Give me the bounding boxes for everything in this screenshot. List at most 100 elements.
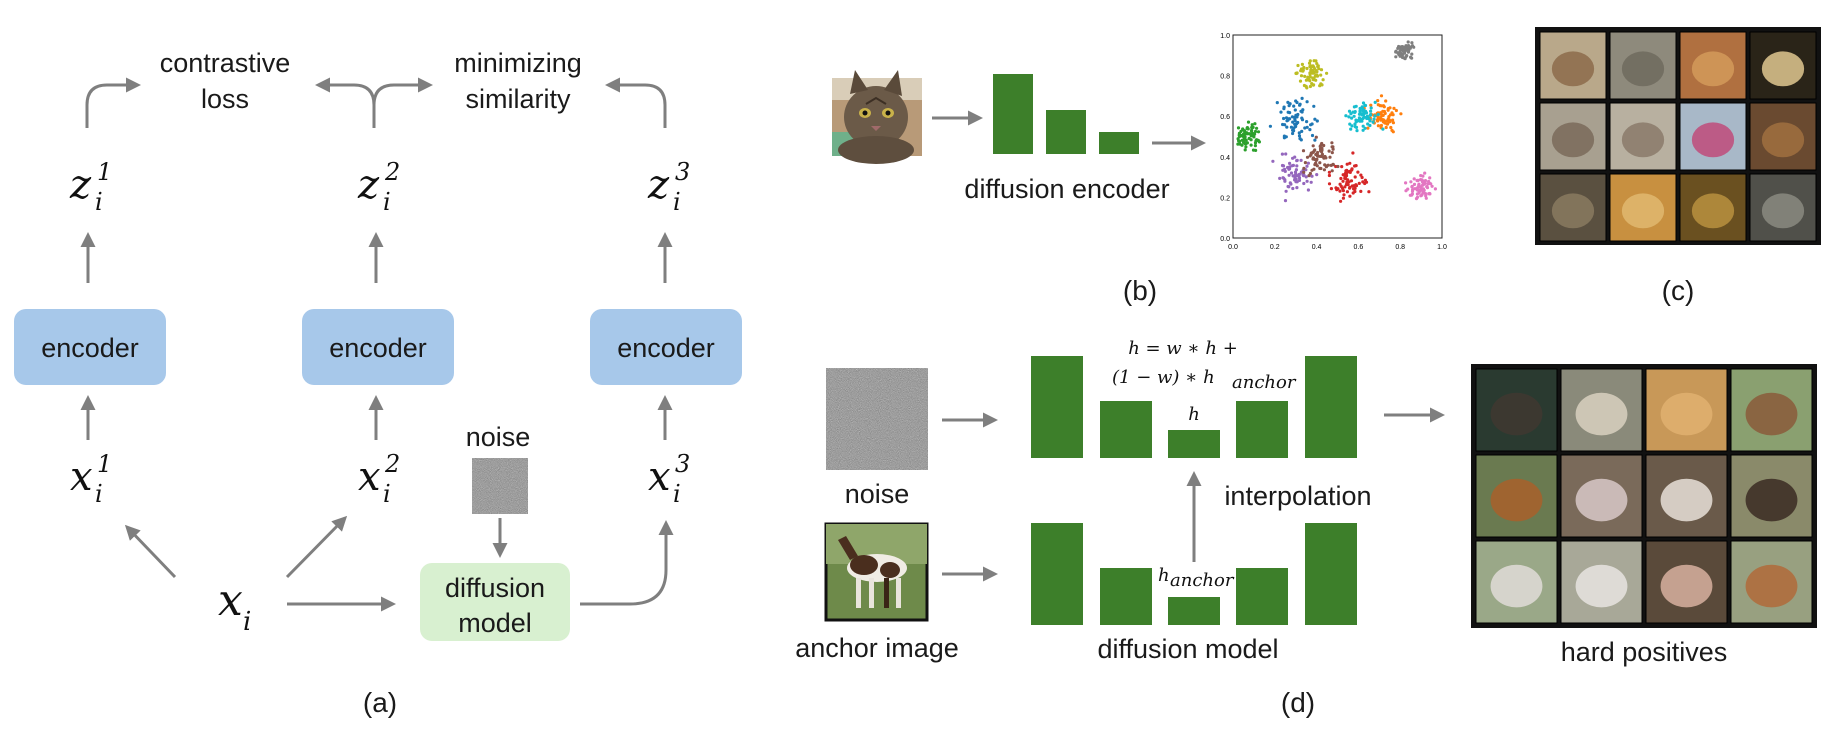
tsne-point: [1398, 54, 1402, 58]
tsne-point: [1423, 171, 1427, 175]
lower-bar-5: [1305, 523, 1357, 625]
tsne-point: [1303, 126, 1307, 130]
tsne-point: [1254, 148, 1258, 152]
tsne-point: [1345, 190, 1349, 194]
tsne-frame: [1232, 34, 1443, 239]
tsne-point: [1319, 68, 1324, 72]
svg-text:anchor: anchor: [1170, 570, 1235, 591]
tsne-point: [1353, 125, 1357, 129]
tsne-point: [1351, 151, 1355, 155]
tsne-point: [1318, 161, 1322, 165]
tsne-point: [1257, 140, 1261, 144]
tsne-point: [1292, 104, 1296, 108]
sample-tile-content: [1691, 193, 1735, 229]
tsne-point: [1236, 126, 1241, 130]
noise-label-d: noise: [845, 479, 910, 509]
tsne-point: [1424, 196, 1428, 200]
tsne-point: [1293, 155, 1297, 159]
tsne-point: [1298, 137, 1302, 141]
panel-d: noise anchor image h = w ∗ h + (1 − w) ∗…: [795, 338, 1817, 718]
tsne-point: [1426, 182, 1430, 186]
svg-text:i: i: [95, 188, 103, 216]
tsne-point: [1350, 124, 1354, 128]
svg-text:anchor: anchor: [1232, 372, 1297, 393]
tsne-point: [1271, 159, 1275, 163]
tsne-point: [1336, 164, 1340, 169]
tsne-point: [1421, 174, 1425, 178]
tsne-point: [1285, 125, 1289, 129]
lower-bar-2: [1100, 568, 1152, 625]
tsne-point: [1308, 72, 1312, 76]
tsne-point: [1237, 139, 1241, 143]
tsne-point: [1409, 180, 1413, 184]
tsne-point: [1284, 152, 1288, 156]
tsne-point: [1385, 119, 1389, 123]
formula-line2: (1 − w) ∗ h anchor: [1112, 367, 1297, 393]
tsne-point: [1341, 179, 1345, 183]
upper-bar-1: [1031, 356, 1083, 458]
tsne-point: [1253, 129, 1258, 134]
tsne-point: [1334, 164, 1338, 169]
tsne-point: [1302, 83, 1306, 88]
tsne-point: [1344, 169, 1348, 173]
sample-tile-content: [1761, 51, 1805, 87]
arrow-xi-to-x1: [124, 524, 177, 579]
tsne-point: [1384, 125, 1388, 130]
hard-positive-tile-content: [1745, 564, 1798, 608]
svg-text:2: 2: [384, 450, 400, 478]
tsne-point: [1318, 147, 1323, 151]
tsne-point: [1327, 173, 1331, 178]
tsne-point: [1282, 116, 1286, 121]
tsne-point: [1365, 114, 1369, 118]
tsne-point: [1406, 40, 1410, 44]
tsne-point: [1387, 115, 1391, 119]
tsne-point: [1404, 189, 1408, 193]
tsne-point: [1421, 183, 1425, 187]
tsne-point: [1379, 123, 1383, 128]
tsne-point: [1308, 75, 1312, 79]
tsne-point: [1308, 79, 1312, 83]
svg-text:3: 3: [675, 158, 690, 186]
tsne-point: [1300, 62, 1304, 66]
tsne-point: [1284, 116, 1289, 120]
svg-text:x: x: [648, 454, 671, 500]
tsne-point: [1429, 182, 1433, 186]
tsne-point: [1425, 185, 1429, 189]
tsne-point: [1324, 164, 1328, 168]
sample-tile-content: [1691, 122, 1735, 158]
tsne-point: [1417, 182, 1421, 186]
noise-texture-d: [826, 368, 928, 470]
tsne-point: [1369, 113, 1373, 117]
tsne-point: [1345, 162, 1349, 166]
tsne-point: [1295, 158, 1299, 162]
tsne-point: [1349, 179, 1354, 183]
formula-line1: h = w ∗ h +: [1128, 338, 1238, 359]
tsne-y-tick-label: 0.4: [1220, 155, 1230, 162]
svg-text:x: x: [358, 454, 381, 500]
tsne-point: [1282, 134, 1286, 138]
tsne-point: [1279, 110, 1283, 114]
tsne-point: [1348, 161, 1352, 165]
tsne-point: [1327, 149, 1331, 153]
tsne-point: [1310, 122, 1314, 126]
tsne-point: [1291, 120, 1295, 124]
arrow-to-contrastive-loss: [85, 77, 141, 128]
tsne-point: [1243, 148, 1247, 152]
tsne-point: [1315, 119, 1319, 123]
svg-text:i: i: [673, 480, 681, 508]
tsne-point: [1410, 184, 1414, 188]
tsne-point: [1344, 114, 1348, 118]
svg-text:3: 3: [675, 450, 690, 478]
tsne-point: [1308, 84, 1312, 89]
tsne-point: [1299, 74, 1304, 78]
tsne-point: [1394, 55, 1398, 59]
svg-text:z: z: [647, 162, 670, 208]
tsne-point: [1289, 182, 1293, 186]
tsne-point: [1255, 126, 1259, 130]
tsne-point: [1312, 149, 1316, 153]
tsne-point: [1376, 99, 1380, 103]
diffusion-encoder-label: diffusion encoder: [964, 174, 1169, 204]
tsne-point: [1352, 105, 1356, 109]
tsne-point: [1386, 108, 1390, 112]
tsne-point: [1381, 120, 1385, 124]
